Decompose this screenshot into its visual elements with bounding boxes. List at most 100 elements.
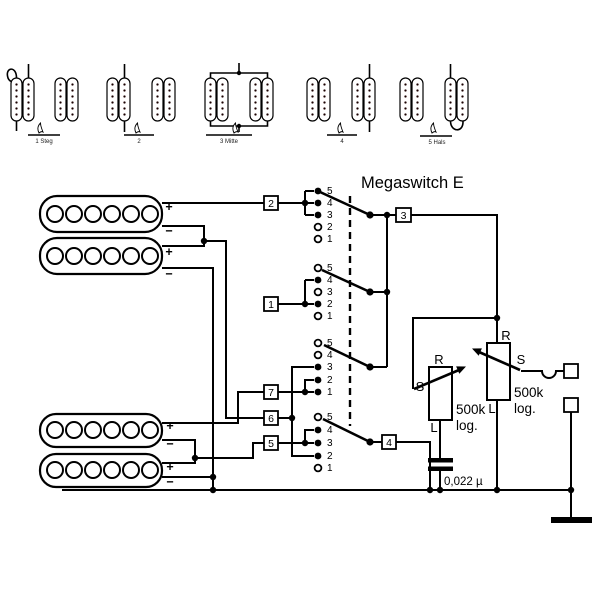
terminal-label-2: 2	[268, 198, 274, 210]
terminal-box-5	[263, 435, 279, 451]
tone-pot-wiper	[413, 368, 460, 391]
position-icon-2: 2	[106, 64, 176, 145]
bridge-coil-active	[118, 77, 131, 122]
junction-dots	[191, 199, 575, 494]
bridge-coil-active	[10, 77, 23, 122]
position-label: 4	[340, 139, 344, 145]
neck-coil-inactive	[351, 77, 364, 122]
tone-pot-l-label: L	[430, 420, 437, 435]
wire-bridge-series-link	[195, 442, 314, 459]
tone-pot-wiper-arrowhead	[456, 366, 466, 374]
position-label: 5 Hals	[428, 140, 445, 146]
terminal-label-7: 7	[268, 387, 274, 399]
switch-section-2: 5 4 3 2 1	[304, 263, 371, 322]
wire-section3-to-section4	[291, 366, 314, 457]
contact-label: 5	[327, 412, 333, 423]
terminal-label-6: 6	[268, 413, 274, 425]
position-label: 1 Steg	[35, 139, 52, 145]
volume-pot-body	[486, 342, 511, 401]
bridge-coil-active	[204, 77, 217, 122]
switch-terminals: 2 1 7 6 5 3 4	[263, 195, 412, 451]
contact-label: 3	[327, 438, 333, 449]
tone-capacitor: 0,022 µ	[428, 458, 483, 488]
position-icon-4: 4	[306, 64, 376, 145]
contact-bracket	[304, 279, 314, 304]
wire-volume-s-to-jack	[521, 370, 564, 379]
wiper	[323, 343, 371, 369]
terminal-label-3: 3	[401, 210, 407, 222]
capacitor-plate	[428, 466, 453, 471]
position-icon-1: 1 Steg	[6, 64, 79, 145]
bridge-coil2-minus-label: −	[166, 475, 173, 489]
wires	[62, 202, 572, 517]
volume-pot-taper: log.	[514, 401, 536, 416]
position-icon-5: 5 Hals	[399, 64, 469, 146]
neck-coil2-plus-label: +	[165, 245, 172, 259]
jack-ground-terminal	[563, 397, 579, 413]
wire-neck-coil1-minus	[162, 225, 205, 241]
bridge-coil-inactive	[106, 77, 119, 122]
terminal-box-3	[395, 207, 412, 223]
terminal-box-2	[263, 195, 279, 211]
bridge-coil-active	[22, 77, 35, 122]
terminal-label-4: 4	[386, 437, 392, 449]
bridge-coil-inactive	[411, 77, 424, 122]
neck-coil-inactive	[66, 77, 79, 122]
bridge-coil1-plus-label: +	[166, 419, 173, 433]
capacitor-value: 0,022 µ	[444, 476, 483, 488]
output-jack	[563, 363, 579, 413]
neck-coil-inactive	[163, 77, 176, 122]
contact-label: 3	[327, 362, 333, 373]
wire-bridge-coil1-minus	[162, 439, 196, 458]
contact-label: 3	[327, 287, 333, 298]
cursor-icon	[37, 122, 44, 134]
contact-label: 1	[327, 311, 333, 322]
volume-pot-wiper-arrowhead	[472, 348, 482, 356]
volume-pot-wiper	[478, 350, 521, 372]
cursor-icon	[232, 122, 239, 134]
bridge-coil2-plus-label: +	[166, 460, 173, 474]
terminal-box-7	[263, 384, 279, 400]
tone-pot-r-label: R	[434, 352, 443, 367]
contact-bracket	[304, 429, 314, 443]
bridge-coil-inactive	[306, 77, 319, 122]
neck-coil-active	[363, 77, 376, 122]
wiper	[321, 268, 371, 294]
volume-pot-l-label: L	[488, 401, 495, 416]
contact-label: 4	[327, 198, 333, 209]
wire-output-hot	[370, 214, 498, 343]
switch-section-4: 5 4 3 2 1	[304, 412, 371, 474]
volume-pot: R S L 500k log.	[472, 328, 544, 416]
wire-neck-series-link	[204, 240, 292, 419]
contact-label: 4	[327, 350, 333, 361]
bridge-coil-inactive	[399, 77, 412, 122]
volume-pot-value: 500k	[514, 385, 544, 400]
bridge-coil-inactive	[318, 77, 331, 122]
tone-pot-value: 500k	[456, 402, 486, 417]
volume-pot-s-label: S	[517, 352, 526, 367]
contact-label: 2	[327, 299, 333, 310]
neck-coil-inactive	[54, 77, 67, 122]
contact-label: 2	[327, 375, 333, 386]
contact-label: 1	[327, 463, 333, 474]
wiper	[319, 190, 371, 217]
neck-coil-active	[261, 77, 274, 122]
contact-label: 5	[327, 338, 333, 349]
ground-symbol	[551, 517, 592, 523]
jack-hot-terminal	[563, 363, 579, 379]
volume-pot-r-label: R	[501, 328, 510, 343]
contact-label: 5	[327, 263, 333, 274]
terminal-box-6	[263, 410, 279, 426]
wire-section4-common-to-ground	[370, 441, 431, 490]
neck-coil1-plus-label: +	[165, 200, 172, 214]
contact-label: 1	[327, 234, 333, 245]
bridge-coil1-minus-label: −	[166, 437, 173, 451]
terminal-label-5: 5	[268, 438, 274, 450]
contact-label: 2	[327, 222, 333, 233]
neck-coil2-minus-label: −	[165, 267, 172, 281]
switch-section-3: 5 4 3 2 1	[304, 338, 371, 398]
position-label: 2	[137, 139, 141, 145]
contact-bracket	[304, 379, 314, 392]
